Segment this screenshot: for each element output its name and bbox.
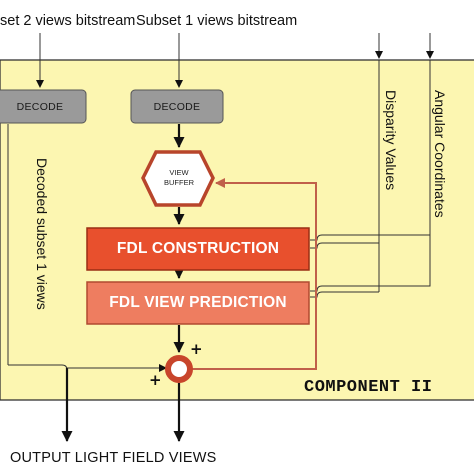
fdl-construction-label: FDL CONSTRUCTION: [116, 240, 280, 257]
subset1-bitstream-label: Subset 1 views bitstream: [136, 13, 298, 29]
decoded-subset-label: Decoded subset 1 views: [34, 158, 50, 310]
adder-ring: [165, 355, 193, 383]
view-buffer-line1: VIEW: [169, 168, 189, 177]
angular-to-prediction: [310, 235, 431, 292]
component-label: COMPONENT II: [304, 378, 433, 397]
view-buffer-line2: BUFFER: [164, 178, 194, 187]
adder-plus-top: +: [190, 340, 203, 358]
output-views-label: OUTPUT LIGHT FIELD VIEWS: [10, 450, 217, 466]
view-buffer-label: VIEW BUFFER: [150, 168, 208, 188]
disparity-values-label: Disparity Values: [383, 90, 399, 191]
feedback-loop-line: [192, 178, 317, 370]
fdl-prediction-label: FDL VIEW PREDICTION: [109, 294, 287, 311]
fdl-construction-box: [86, 227, 310, 271]
decode-right-label: DECODE: [153, 100, 201, 113]
view-buffer-hexagon: [141, 150, 215, 207]
subset2-bitstream-label: set 2 views bitstream: [0, 13, 136, 29]
decode-left-box: [0, 89, 87, 124]
fdl-prediction-box: [86, 281, 310, 325]
decode-right-box: [130, 89, 224, 124]
adder-plus-left: +: [149, 371, 162, 389]
decode-left-label: DECODE: [16, 100, 64, 113]
angular-coordinates-label: Angular Coordinates: [432, 90, 448, 218]
